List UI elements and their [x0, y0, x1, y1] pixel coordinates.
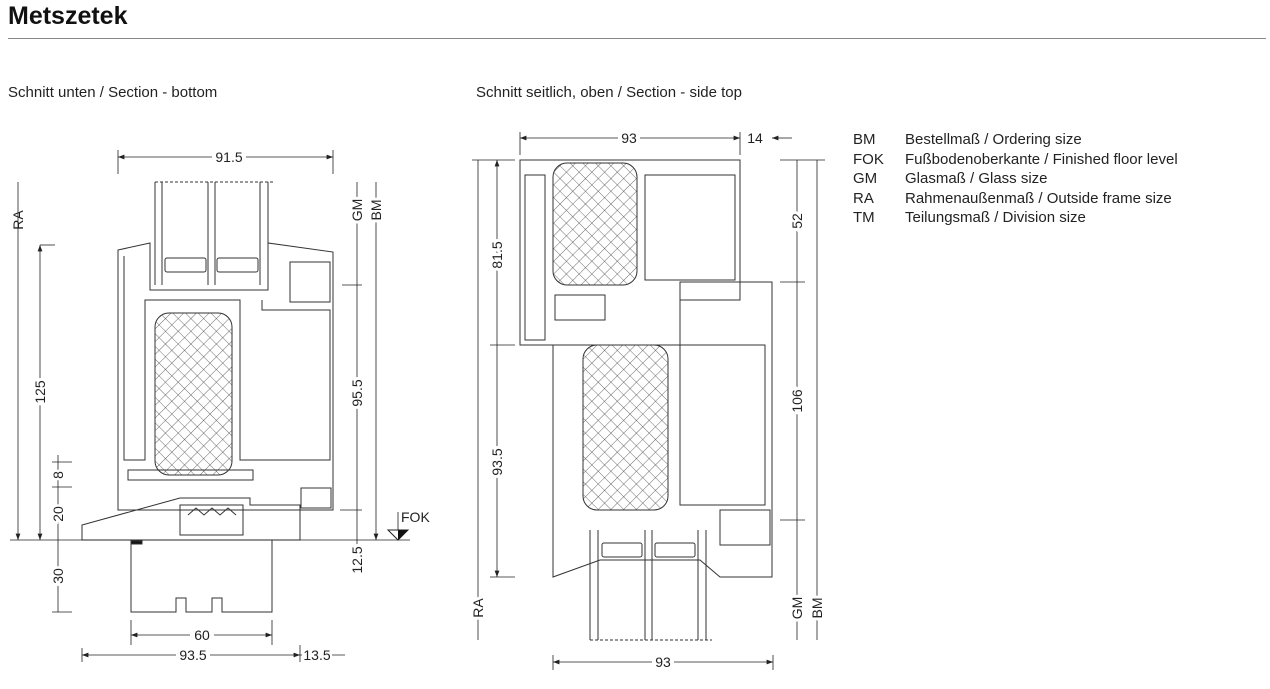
glass-pane-lower — [589, 530, 712, 641]
caption-section-side-top: Schnitt seitlich, oben / Section - side … — [476, 84, 742, 101]
lower-sash-profile — [552, 281, 773, 578]
sash-profile — [117, 242, 334, 511]
dim-30: 30 — [50, 568, 66, 584]
threshold-profile — [81, 497, 301, 541]
legend-item: GM Glasmaß / Glass size — [853, 169, 1178, 189]
dim-12-5: 12.5 — [349, 546, 365, 573]
legend-item: FOK Fußbodenoberkante / Finished floor le… — [853, 150, 1178, 170]
legend-text: Teilungsmaß / Division size — [905, 209, 1086, 226]
dim-bm-side: BM — [809, 598, 825, 619]
upper-insulation-core — [552, 162, 638, 286]
side-top-section-drawing — [519, 159, 773, 641]
dim-gm-side: GM — [789, 597, 805, 620]
floor-base — [130, 539, 273, 613]
legend-abbr: TM — [853, 209, 875, 226]
dim-ra: RA — [10, 210, 26, 230]
legend-item: TM Teilungsmaß / Division size — [853, 208, 1178, 228]
legend-abbr: RA — [853, 189, 874, 207]
dim-93-5: 93.5 — [179, 647, 206, 663]
title-divider — [8, 38, 1266, 39]
legend-text: Bestellmaß / Ordering size — [905, 131, 1082, 148]
dim-8: 8 — [50, 471, 66, 479]
dim-ra-side: RA — [470, 598, 486, 618]
dim-gm: GM — [349, 199, 365, 222]
dim-106: 106 — [789, 389, 805, 413]
caption-section-bottom: Schnitt unten / Section - bottom — [8, 84, 218, 101]
dim-52: 52 — [789, 213, 805, 229]
dim-95-5: 95.5 — [349, 379, 365, 406]
dim-91-5: 91.5 — [215, 149, 242, 165]
bottom-section-drawing — [81, 181, 334, 613]
dim-125: 125 — [32, 380, 48, 404]
dim-93-5-side: 93.5 — [489, 448, 505, 475]
dim-81-5: 81.5 — [489, 241, 505, 268]
legend-item: RA Rahmenaußenmaß / Outside frame size — [853, 189, 1178, 209]
dim-93-bottom: 93 — [655, 654, 671, 670]
legend-text: Fußbodenoberkante / Finished floor level — [905, 150, 1178, 168]
bottom-dimension-labels: 91.5 RA 125 8 20 30 GM BM 95.5 12.5 FOK … — [10, 149, 430, 663]
dim-20: 20 — [50, 506, 66, 522]
dim-14: 14 — [747, 130, 763, 146]
fok-label: FOK — [401, 509, 430, 525]
legend-text: Rahmenaußenmaß / Outside frame size — [905, 189, 1172, 207]
legend-abbr: BM — [853, 131, 876, 148]
dim-93-top: 93 — [621, 130, 637, 146]
legend-text: Glasmaß / Glass size — [905, 170, 1048, 187]
legend-item: BM Bestellmaß / Ordering size — [853, 130, 1178, 150]
dim-60: 60 — [194, 627, 210, 643]
side-top-dimension-labels: 93 14 RA 81.5 93.5 52 106 GM BM 93 — [467, 130, 828, 670]
dim-13-5: 13.5 — [303, 647, 330, 663]
dim-bm: BM — [368, 200, 384, 221]
legend-abbr: FOK — [853, 150, 884, 168]
page-title: Metszetek — [8, 2, 128, 30]
insulation-core — [154, 312, 233, 476]
lower-insulation-core — [582, 344, 669, 511]
legend-abbr: GM — [853, 170, 878, 187]
glass-pane — [154, 181, 275, 285]
abbreviation-legend: BM Bestellmaß / Ordering size FOK Fußboden… — [853, 130, 1178, 228]
